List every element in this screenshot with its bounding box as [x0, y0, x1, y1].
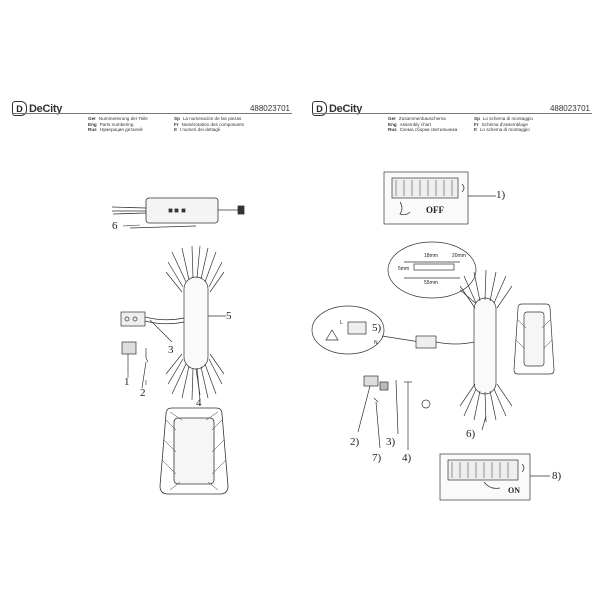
callout-6: 6)	[466, 428, 476, 440]
document-number: 488023701	[549, 104, 590, 113]
logo-mark-icon: D	[312, 101, 327, 116]
callout-8: 8)	[552, 470, 562, 482]
brand-logo: D DeCity	[312, 101, 362, 116]
breaker-off-panel	[383, 171, 496, 225]
header-divider	[12, 113, 292, 114]
breaker-on-panel	[439, 453, 550, 501]
terminal-block-icon	[415, 335, 475, 349]
callout-7: 7)	[372, 452, 382, 464]
callout-2: 2	[140, 387, 146, 399]
callout-5: 5)	[372, 322, 382, 334]
wire-label-l: L	[340, 320, 343, 326]
callout-5: 5	[226, 310, 232, 322]
driver-icon	[111, 197, 245, 229]
callout-4: 4	[196, 397, 202, 409]
mounting-parts-icon	[357, 375, 431, 450]
callout-lines	[122, 224, 147, 385]
callout-2: 2)	[350, 436, 360, 448]
callout-6: 6	[112, 220, 118, 232]
wire-label-n: N	[374, 340, 378, 346]
assembly-diagram	[311, 171, 555, 501]
logo-mark-icon: D	[12, 101, 27, 116]
brand-name: DeCity	[329, 102, 363, 115]
callout-1: 1)	[496, 189, 506, 201]
mounting-bracket-icon	[121, 341, 149, 389]
document-number: 488023701	[249, 104, 290, 113]
header-divider	[312, 113, 592, 114]
dimension-18mm: 18mm	[424, 253, 438, 259]
dimension-20mm: 20mm	[452, 253, 466, 259]
switch-on-label: ON	[508, 486, 520, 495]
callout-4: 4)	[402, 452, 412, 464]
lamp-cover-icon	[159, 407, 229, 495]
brand-logo: D DeCity	[12, 101, 62, 116]
callout-1: 1	[124, 376, 130, 388]
lamp-cover-icon	[513, 303, 555, 375]
brand-name: DeCity	[29, 102, 63, 115]
callout-3: 3	[168, 344, 174, 356]
dimension-5mm: 5mm	[398, 266, 410, 272]
wall-lamp-icon	[459, 269, 513, 431]
terminal-block-icon	[120, 311, 185, 343]
switch-off-label: OFF	[426, 205, 444, 215]
wall-lamp-icon	[165, 245, 226, 401]
parts-diagram	[111, 197, 245, 495]
callout-3: 3)	[386, 436, 396, 448]
dimension-55mm: 55mm	[424, 280, 438, 286]
wiring-callout	[311, 305, 421, 355]
